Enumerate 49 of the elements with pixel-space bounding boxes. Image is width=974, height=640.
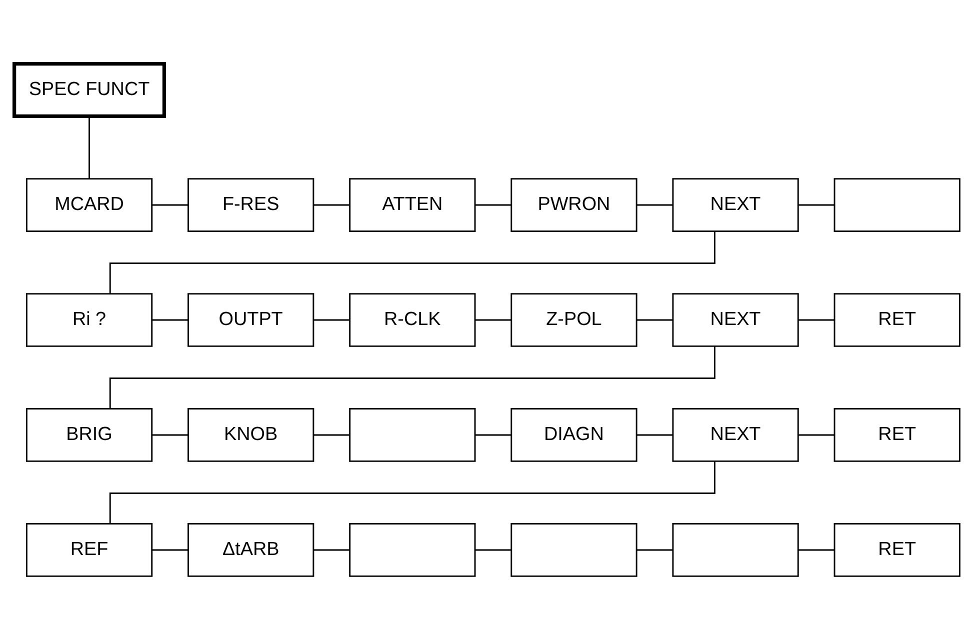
node-box: REF <box>26 523 153 577</box>
node-box: OUTPT <box>188 293 314 347</box>
connector <box>314 549 350 551</box>
node-box: MCARD <box>26 178 153 232</box>
node-box: BRIG <box>26 408 153 462</box>
node-box: DIAGN <box>510 408 638 462</box>
connector <box>636 319 672 321</box>
node-box: ATTEN <box>349 178 476 232</box>
connector <box>475 319 511 321</box>
node-box: RET <box>834 408 960 462</box>
node-box: Ri ? <box>26 293 153 347</box>
connector <box>798 319 834 321</box>
connector <box>475 434 511 436</box>
connector <box>314 319 350 321</box>
connector <box>636 204 672 206</box>
connector <box>798 204 834 206</box>
node-box: SPEC FUNCT <box>12 62 166 118</box>
connector <box>314 434 350 436</box>
connector <box>636 549 672 551</box>
connector <box>109 231 716 294</box>
node-box: RET <box>834 523 960 577</box>
connector <box>152 434 188 436</box>
node-box: RET <box>834 293 960 347</box>
node-box <box>834 178 960 232</box>
node-box <box>349 523 476 577</box>
node-box: NEXT <box>672 408 799 462</box>
connector <box>798 549 834 551</box>
node-box <box>349 408 476 462</box>
connector <box>152 204 188 206</box>
connector <box>152 549 188 551</box>
node-box <box>672 523 799 577</box>
connector <box>475 549 511 551</box>
connector <box>109 461 716 524</box>
node-box: PWRON <box>510 178 638 232</box>
connector <box>88 116 90 178</box>
node-box: NEXT <box>672 293 799 347</box>
connector <box>109 346 716 409</box>
connector <box>798 434 834 436</box>
node-box: NEXT <box>672 178 799 232</box>
node-box: F-RES <box>188 178 314 232</box>
connector <box>314 204 350 206</box>
node-box: Z-POL <box>510 293 638 347</box>
node-box: R-CLK <box>349 293 476 347</box>
node-box: KNOB <box>188 408 314 462</box>
node-box <box>510 523 638 577</box>
connector <box>636 434 672 436</box>
node-box: ΔtARB <box>188 523 314 577</box>
connector <box>475 204 511 206</box>
connector <box>152 319 188 321</box>
